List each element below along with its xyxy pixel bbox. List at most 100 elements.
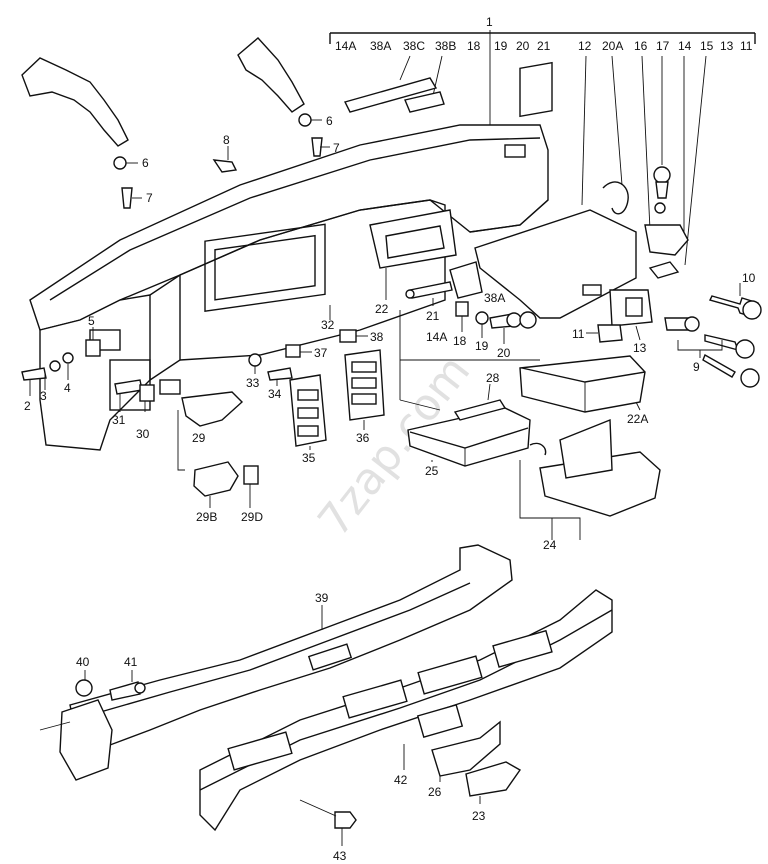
label-17-top: 17 [656, 39, 670, 53]
spring-24 [529, 442, 547, 456]
label-40: 40 [76, 655, 90, 669]
label-14-top: 14 [678, 39, 692, 53]
label-21: 21 [426, 309, 440, 323]
label-24: 24 [543, 538, 557, 552]
label-2: 2 [24, 399, 31, 413]
label-13: 13 [633, 341, 647, 355]
label-14A: 14A [426, 330, 447, 344]
vent-slot-c [417, 655, 483, 695]
screw-17-shaft [655, 181, 669, 199]
label-32: 32 [321, 318, 335, 332]
clip-37 [285, 344, 301, 358]
vent-36 [344, 349, 385, 421]
label-3: 3 [40, 389, 47, 403]
vent-slot-a [227, 731, 293, 771]
ashtray-cover-29b [193, 461, 239, 497]
vent-35 [289, 374, 327, 447]
label-22A: 22A [627, 412, 648, 426]
pin-21-head [405, 289, 415, 299]
key-9b [702, 353, 736, 378]
top-group-bracket [329, 30, 756, 140]
trim-strip-38b [404, 91, 445, 113]
top-leader-lines [399, 55, 707, 266]
insert-29d [243, 465, 259, 485]
label-38b-top: 38B [435, 39, 456, 53]
screw-7a [121, 187, 133, 209]
label-15-top: 15 [700, 39, 714, 53]
label-22: 22 [375, 302, 389, 316]
clip-11 [597, 324, 623, 343]
washer-3 [49, 360, 61, 372]
slot-center [416, 704, 464, 738]
vent-housing-22 [369, 209, 457, 269]
vent-slot-d [492, 629, 553, 668]
key-9a [704, 334, 740, 352]
label-20a-top: 20A [602, 39, 623, 53]
washer-19 [475, 311, 489, 325]
label-41: 41 [124, 655, 138, 669]
clip-30 [139, 384, 155, 402]
label-11-top: 11 [740, 39, 753, 53]
key-10a-head [742, 300, 762, 320]
label-9: 9 [693, 360, 700, 374]
dashboard-panel [29, 61, 553, 451]
clip-38 [339, 329, 357, 343]
nut-40 [75, 679, 93, 697]
storage-box-22a [519, 355, 646, 413]
screw-20-head [506, 312, 522, 328]
clip-33 [248, 353, 262, 367]
key-9a-head [735, 339, 755, 359]
label-5: 5 [88, 314, 95, 328]
label-29D: 29D [241, 510, 263, 524]
tray-24-lid [559, 418, 613, 479]
hinge-14 [644, 224, 689, 256]
label-20-top: 20 [516, 39, 530, 53]
bracket-part-center [237, 37, 305, 113]
label-38c-top: 38C [403, 39, 425, 53]
label-31: 31 [112, 413, 126, 427]
label-12-top: 12 [578, 39, 592, 53]
key-9b-head [740, 368, 760, 388]
label-7a: 7 [146, 191, 153, 205]
label-11: 11 [572, 327, 585, 341]
label-21-top: 21 [537, 39, 551, 53]
washer-6b [298, 113, 312, 127]
label-36: 36 [356, 431, 370, 445]
washer-16 [654, 202, 666, 214]
washer-6a [113, 156, 127, 170]
ashtray-29 [181, 391, 244, 427]
label-1: 1 [486, 15, 493, 29]
label-7b: 7 [333, 141, 340, 155]
label-30: 30 [136, 427, 150, 441]
crossmember-39 [69, 544, 513, 751]
label-43: 43 [333, 849, 347, 863]
plate-15 [648, 261, 680, 279]
screw-17 [653, 166, 671, 184]
label-29: 29 [192, 431, 206, 445]
vent-slot-b [342, 679, 408, 719]
screw-7b [311, 137, 323, 157]
label-35: 35 [302, 451, 316, 465]
label-13-top: 13 [720, 39, 734, 53]
label-16-top: 16 [634, 39, 648, 53]
trim-strip-38c [343, 77, 438, 113]
screw-2 [21, 367, 47, 381]
screw-34 [267, 367, 293, 381]
label-18: 18 [453, 334, 467, 348]
label-10: 10 [742, 271, 756, 285]
label-28: 28 [486, 371, 500, 385]
nut-4 [62, 352, 74, 364]
label-14a-top: 14A [335, 39, 356, 53]
label-6a: 6 [142, 156, 149, 170]
clip-part-8 [212, 159, 238, 173]
cover-23 [465, 761, 522, 797]
label-34: 34 [268, 387, 282, 401]
label-38A: 38A [484, 291, 505, 305]
bracket-18 [455, 301, 469, 317]
bolt-41 [109, 681, 141, 701]
label-23: 23 [472, 809, 486, 823]
label-19: 19 [475, 339, 489, 353]
label-38: 38 [370, 330, 384, 344]
label-19-top: 19 [494, 39, 508, 53]
